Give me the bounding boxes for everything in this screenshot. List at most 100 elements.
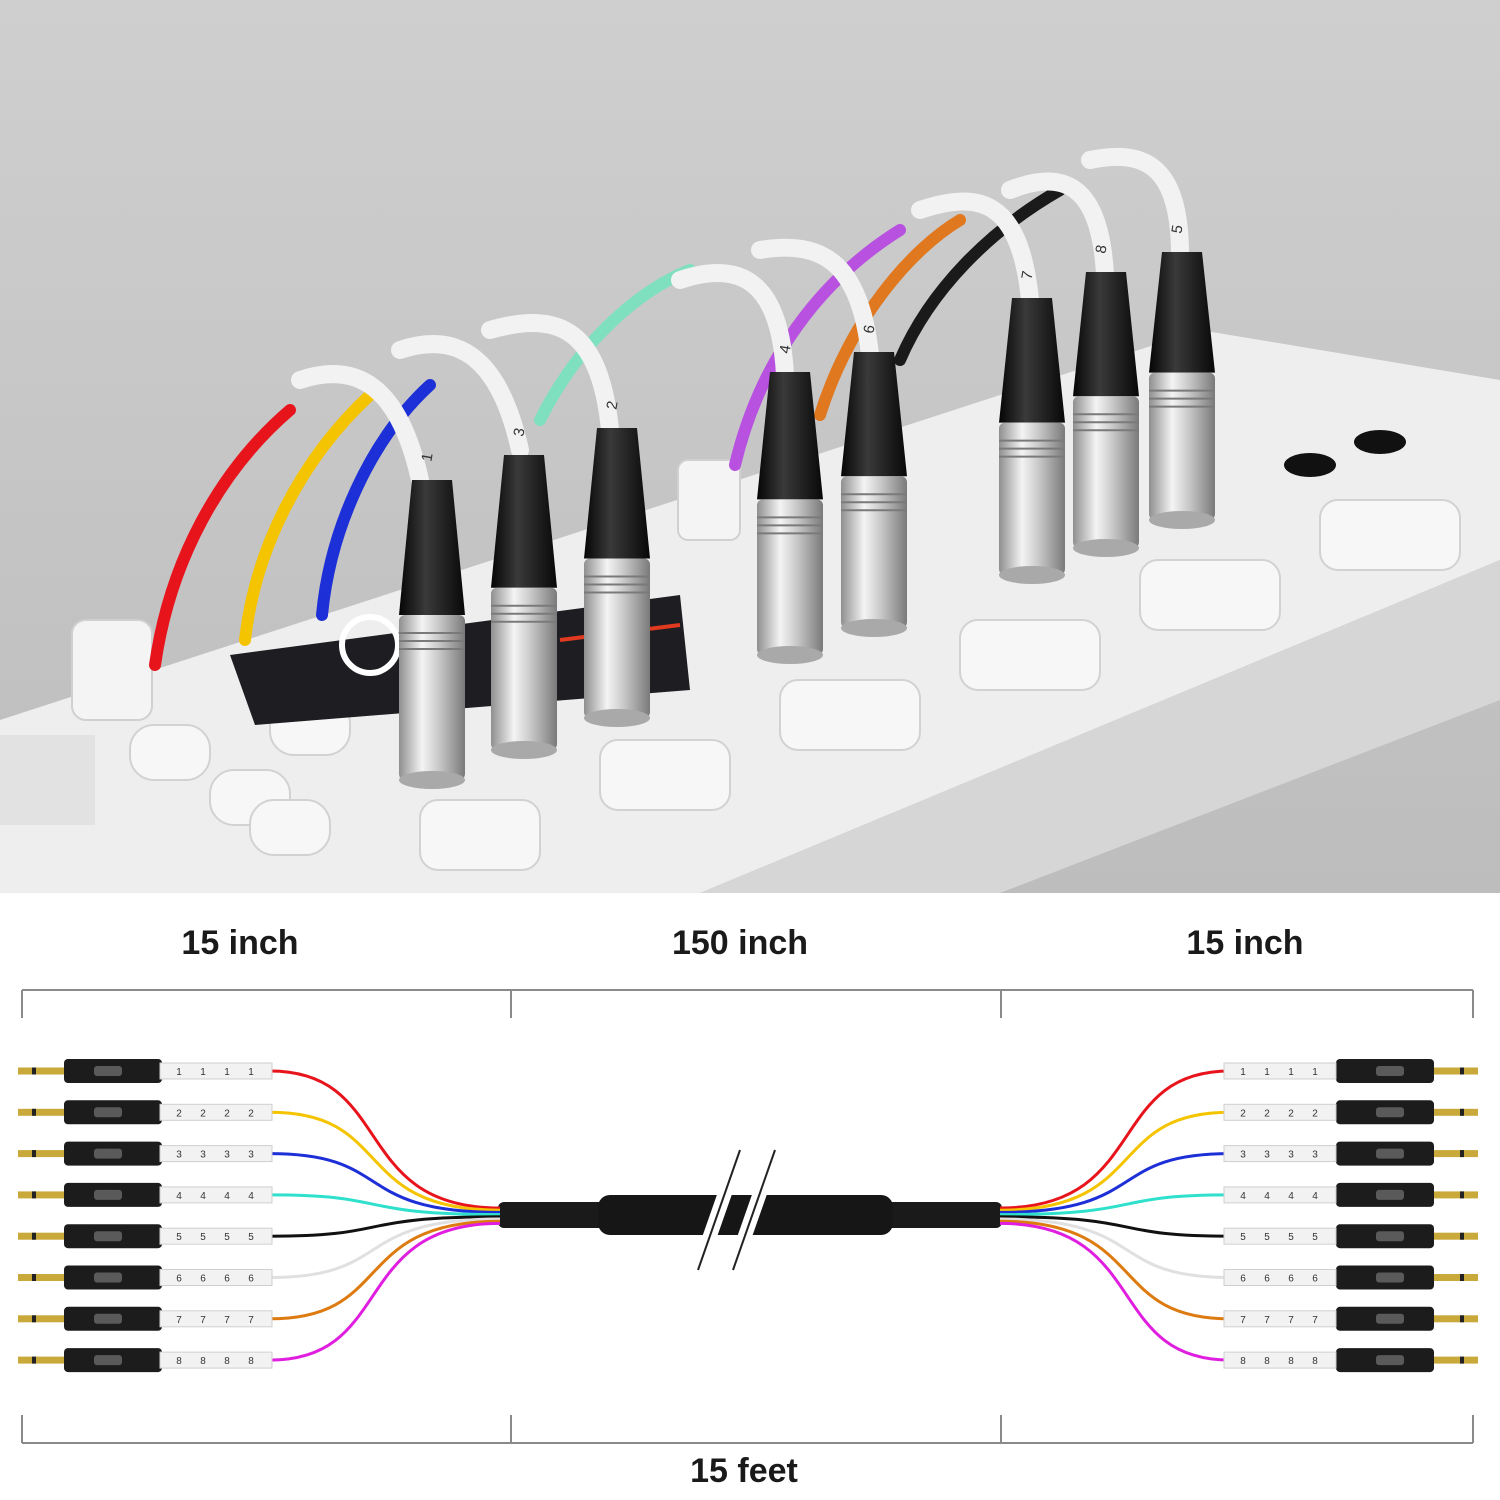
xlr-plug: 2 [584, 400, 650, 727]
channel-number: 6 [1264, 1274, 1270, 1285]
channel-number: 5 [1240, 1232, 1246, 1243]
xlr-plugs: 1 3 24 6 7 8 5 [399, 224, 1215, 789]
channel-number: 3 [1288, 1150, 1294, 1161]
plug-number-label: 1 [418, 452, 436, 463]
plug-number-label: 7 [1018, 270, 1036, 281]
channel-number: 3 [224, 1150, 230, 1161]
right-breakout-length: 15 inch [1186, 924, 1304, 962]
wire [999, 1193, 1231, 1217]
label-sleeve [159, 1227, 273, 1245]
label-sleeve [1223, 1227, 1337, 1245]
channel-number: 1 [1264, 1067, 1270, 1078]
channel-number: 7 [248, 1315, 254, 1326]
channel-number: 5 [200, 1232, 206, 1243]
channel-number: 6 [1288, 1274, 1294, 1285]
plug-number-label: 5 [1168, 224, 1186, 235]
channel-number: 7 [1264, 1315, 1270, 1326]
label-sleeve [159, 1269, 273, 1286]
channel-6: 6 6 6 6 [999, 1217, 1478, 1290]
channel-number: 6 [248, 1274, 254, 1285]
channel-number: 5 [1288, 1232, 1294, 1243]
photo-white-cables [291, 147, 1189, 489]
channel-number: 7 [200, 1315, 206, 1326]
jack-tip [1430, 1232, 1478, 1240]
xlr-plug: 6 [841, 324, 907, 637]
channel-number: 7 [1288, 1315, 1294, 1326]
jack-tip [18, 1232, 66, 1240]
jack-tip [1430, 1356, 1478, 1364]
channel-number: 5 [248, 1232, 254, 1243]
wire [269, 1215, 501, 1238]
channel-number: 6 [1240, 1274, 1246, 1285]
xlr-plug: 7 [999, 270, 1065, 584]
channel-number: 4 [1240, 1191, 1246, 1202]
label-sleeve [159, 1062, 273, 1080]
channel-number: 8 [224, 1356, 230, 1367]
label-sleeve [1223, 1062, 1337, 1080]
label-sleeve [1223, 1310, 1337, 1328]
channel-number: 7 [176, 1315, 182, 1326]
channel-number: 8 [248, 1356, 254, 1367]
channel-number: 7 [1312, 1315, 1318, 1326]
xlr-plug: 4 [757, 344, 823, 664]
channel-number: 3 [1264, 1150, 1270, 1161]
channel-number: 2 [200, 1108, 206, 1119]
wire [269, 1069, 501, 1210]
label-sleeve [159, 1310, 273, 1328]
label-sleeve [1223, 1103, 1337, 1121]
wire [999, 1217, 1231, 1279]
total-length: 15 feet [690, 1452, 798, 1490]
channel-number: 8 [1264, 1356, 1270, 1367]
channel-number: 8 [1312, 1356, 1318, 1367]
bottom-dimension-bracket [21, 1415, 1474, 1444]
jack-tip [1430, 1191, 1478, 1199]
channel-number: 5 [1264, 1232, 1270, 1243]
photo-color-cables [149, 184, 1066, 671]
channel-number: 6 [1312, 1274, 1318, 1285]
wire [999, 1215, 1231, 1238]
channel-number: 3 [248, 1150, 254, 1161]
label-sleeve [1223, 1145, 1337, 1163]
jack-tip [1430, 1067, 1478, 1075]
trunk-length: 150 inch [671, 924, 809, 962]
jack-tip [1430, 1108, 1478, 1116]
plug-number-label: 6 [860, 324, 878, 335]
label-sleeve [159, 1103, 273, 1121]
channel-number: 2 [224, 1108, 230, 1119]
xlr-plug: 3 [491, 427, 557, 759]
wire [269, 1152, 501, 1214]
wire [999, 1219, 1231, 1321]
channel-8: 8 8 8 8 [18, 1221, 501, 1373]
channel-number: 8 [200, 1356, 206, 1367]
channel-number: 2 [248, 1108, 254, 1119]
channel-number: 1 [1312, 1067, 1318, 1078]
channel-number: 6 [224, 1274, 230, 1285]
label-sleeve [1223, 1186, 1337, 1204]
jack-tip [1430, 1150, 1478, 1158]
label-sleeve [159, 1186, 273, 1204]
channel-number: 3 [200, 1150, 206, 1161]
jack-tip [18, 1067, 66, 1075]
channel-number: 1 [224, 1067, 230, 1078]
label-sleeve [159, 1351, 273, 1369]
xlr-plug: 8 [1073, 244, 1139, 557]
channel-number: 2 [1288, 1108, 1294, 1119]
plug-number-label: 8 [1092, 244, 1110, 255]
jack-tip [18, 1315, 66, 1323]
xlr-plug: 5 [1149, 224, 1215, 529]
speaker-grille [0, 735, 95, 825]
jack-tip [18, 1274, 66, 1281]
channel-number: 8 [1240, 1356, 1246, 1367]
device-keys [129, 499, 1461, 871]
channel-number: 8 [176, 1356, 182, 1367]
channel-number: 6 [176, 1274, 182, 1285]
plug-number-label: 3 [510, 427, 528, 438]
